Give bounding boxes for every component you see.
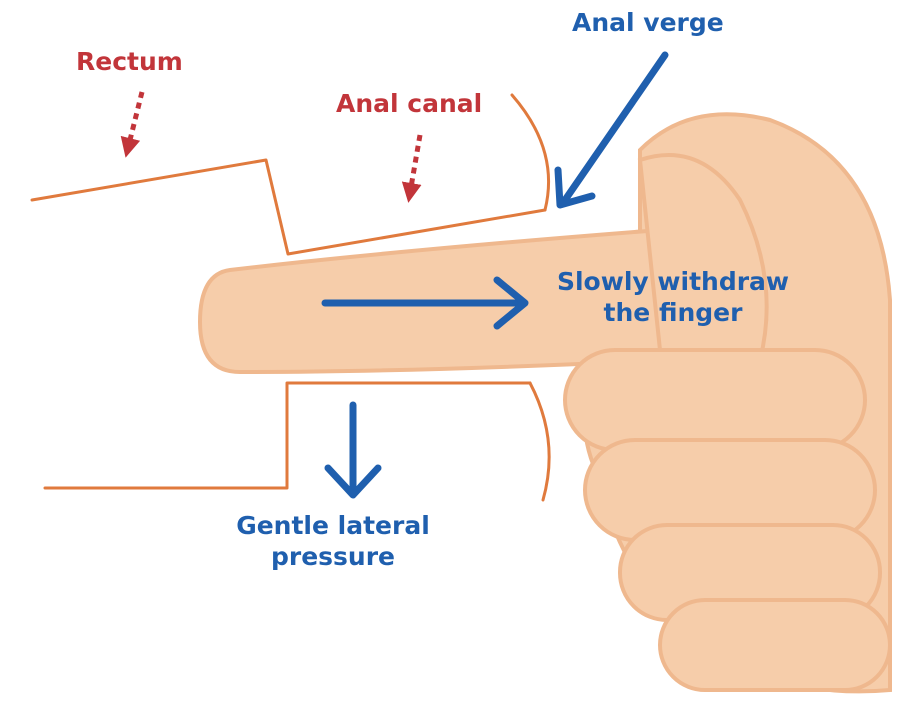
curled-finger-1	[565, 350, 865, 450]
label-gentle-lateral-pressure: Gentle lateral pressure	[228, 510, 438, 573]
lower-rectal-wall	[45, 383, 530, 488]
hand-illustration	[200, 114, 890, 691]
upper-anal-verge-curve	[512, 95, 549, 210]
label-rectum: Rectum	[76, 46, 183, 77]
label-pressure-line2: pressure	[228, 541, 438, 572]
anal-canal-pointer-arrow	[410, 135, 420, 193]
curled-finger-4	[660, 600, 890, 690]
lower-anal-verge-curve	[530, 383, 549, 500]
label-anal-verge: Anal verge	[572, 7, 724, 38]
upper-rectal-wall	[32, 160, 545, 254]
label-pressure-line1: Gentle lateral	[228, 510, 438, 541]
label-withdraw-line2: the finger	[548, 297, 798, 328]
label-withdraw-finger: Slowly withdraw the finger	[548, 266, 798, 329]
rectum-pointer-arrow	[128, 92, 142, 148]
label-withdraw-line1: Slowly withdraw	[548, 266, 798, 297]
label-anal-canal: Anal canal	[336, 88, 482, 119]
